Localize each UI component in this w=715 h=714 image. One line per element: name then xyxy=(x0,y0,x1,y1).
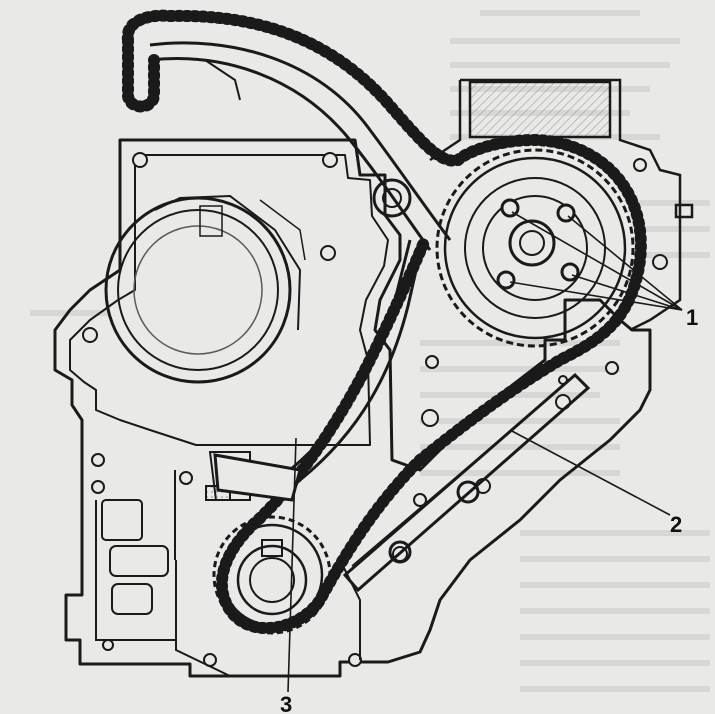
callout-leaders xyxy=(287,211,683,693)
cover-opening xyxy=(104,194,306,384)
timing-chain xyxy=(121,9,647,635)
cover-bolt-holes xyxy=(82,152,668,667)
callout-1: 1 xyxy=(686,305,698,330)
camshaft-sprocket xyxy=(435,148,635,348)
cylinder-head-section xyxy=(429,78,694,332)
upper-chain-guide xyxy=(149,41,452,251)
chain-tensioner-guide xyxy=(342,372,591,593)
callout-3: 3 xyxy=(280,692,292,714)
left-chain-guide-rail xyxy=(213,239,424,502)
callout-2: 2 xyxy=(670,512,682,537)
